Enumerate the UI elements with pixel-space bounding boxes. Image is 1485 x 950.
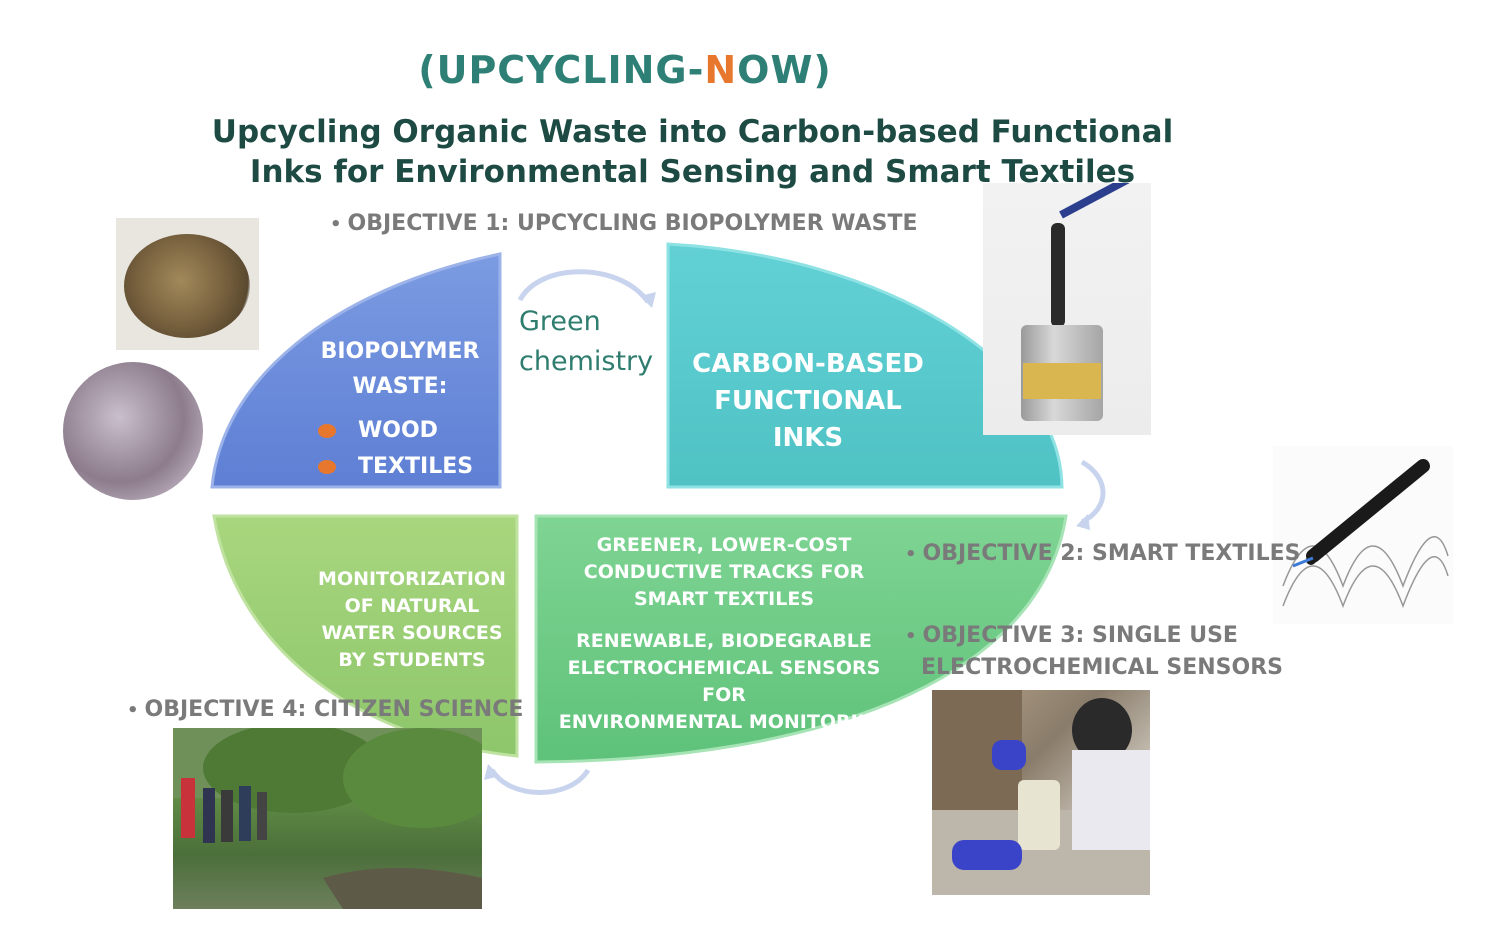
monitor-line-4: BY STUDENTS [338, 649, 486, 671]
sensors-line-3: ENVIRONMENTAL MONITORING [558, 711, 890, 733]
ink-drip [1051, 223, 1065, 327]
page-title: (UPCYCLING-NOW) [300, 48, 950, 92]
green-chemistry-label: Green chemistry [519, 302, 653, 382]
lab-sampling-photo [932, 690, 1150, 895]
objective-1-text: OBJECTIVE 1: UPCYCLING BIOPOLYMER WASTE [347, 211, 918, 236]
arrow-top-head [640, 292, 656, 308]
carbon-line-1: CARBON-BASED [692, 349, 924, 379]
arrow-right [1080, 459, 1106, 525]
quadrant-sensors-textiles [534, 514, 1068, 764]
title-prefix: (UPCYCLING- [418, 48, 705, 92]
orange-bullet-icon [318, 460, 336, 474]
jar-label [1023, 363, 1101, 399]
carbon-line-3: INKS [772, 423, 844, 453]
stream-scene-drawing [173, 728, 482, 909]
subtitle-line-1: Upcycling Organic Waste into Carbon-base… [211, 114, 1174, 150]
brush-handle [1059, 183, 1143, 219]
wood-list-item: WOOD [318, 418, 438, 443]
orange-bullet-icon [318, 424, 336, 438]
carbon-ink-jar-photo [983, 183, 1151, 435]
tracks-line-2: CONDUCTIVE TRACKS FOR [583, 561, 865, 583]
biopolymer-line-2: WASTE: [352, 374, 448, 399]
carbon-line-2: FUNCTIONAL [714, 386, 902, 416]
objective-3-label: •OBJECTIVE 3: SINGLE USE ELECTROCHEMICAL… [905, 620, 1283, 683]
biopolymer-line-1: BIOPOLYMER [320, 339, 480, 364]
objective-2-text: OBJECTIVE 2: SMART TEXTILES [922, 541, 1301, 566]
tracks-line-3: SMART TEXTILES [633, 588, 815, 610]
arrow-right-head [1076, 514, 1090, 530]
wood-chips-photo [116, 218, 259, 350]
textile-waste-photo [63, 362, 203, 500]
wood-label: WOOD [358, 418, 438, 443]
arrow-bottom-head [484, 764, 500, 780]
objective-4-text: OBJECTIVE 4: CITIZEN SCIENCE [144, 697, 524, 722]
objective-3-text-line-1: OBJECTIVE 3: SINGLE USE [922, 623, 1238, 648]
objective-1-label: •OBJECTIVE 1: UPCYCLING BIOPOLYMER WASTE [330, 211, 918, 236]
green-chemistry-line-1: Green [519, 306, 601, 337]
carbon-inks-label: CARBON-BASED FUNCTIONAL INKS [678, 346, 938, 457]
objective-4-label: •OBJECTIVE 4: CITIZEN SCIENCE [127, 697, 524, 722]
monitor-line-3: WATER SOURCES [321, 622, 503, 644]
green-chemistry-line-2: chemistry [519, 346, 654, 377]
citizen-monitoring-label: MONITORIZATION OF NATURAL WATER SOURCES … [298, 566, 526, 674]
quadrant-biopolymer-waste [210, 252, 502, 489]
petri-dish [124, 234, 250, 338]
sensors-line-1: RENEWABLE, BIODEGRABLE [576, 630, 872, 652]
quadrant-carbon-inks [666, 242, 1064, 489]
arrow-top [517, 269, 651, 304]
smart-textiles-benefit-label: GREENER, LOWER-COST CONDUCTIVE TRACKS FO… [544, 532, 904, 613]
quadrant-citizen-science [212, 514, 519, 758]
monitor-line-2: OF NATURAL [344, 595, 480, 617]
title-accent-letter: N [704, 48, 738, 92]
printed-track-photo [1273, 446, 1453, 624]
sensors-benefit-label: RENEWABLE, BIODEGRABLE ELECTROCHEMICAL S… [544, 628, 904, 736]
biopolymer-waste-label: BIOPOLYMER WASTE: [300, 334, 500, 404]
students-at-stream-photo [173, 728, 482, 909]
monitor-line-1: MONITORIZATION [318, 568, 506, 590]
title-suffix: OW) [737, 48, 832, 92]
serpentine-track-drawing [1282, 459, 1449, 609]
tracks-line-1: GREENER, LOWER-COST [596, 534, 852, 556]
arrow-bottom [489, 768, 591, 795]
sensors-line-2: ELECTROCHEMICAL SENSORS FOR [567, 657, 881, 706]
textiles-label: TEXTILES [358, 454, 474, 479]
objective-3-text-line-2: ELECTROCHEMICAL SENSORS [921, 655, 1284, 680]
lab-scene-drawing [932, 690, 1150, 895]
textiles-list-item: TEXTILES [318, 454, 473, 479]
objective-2-label: •OBJECTIVE 2: SMART TEXTILES [905, 541, 1301, 566]
